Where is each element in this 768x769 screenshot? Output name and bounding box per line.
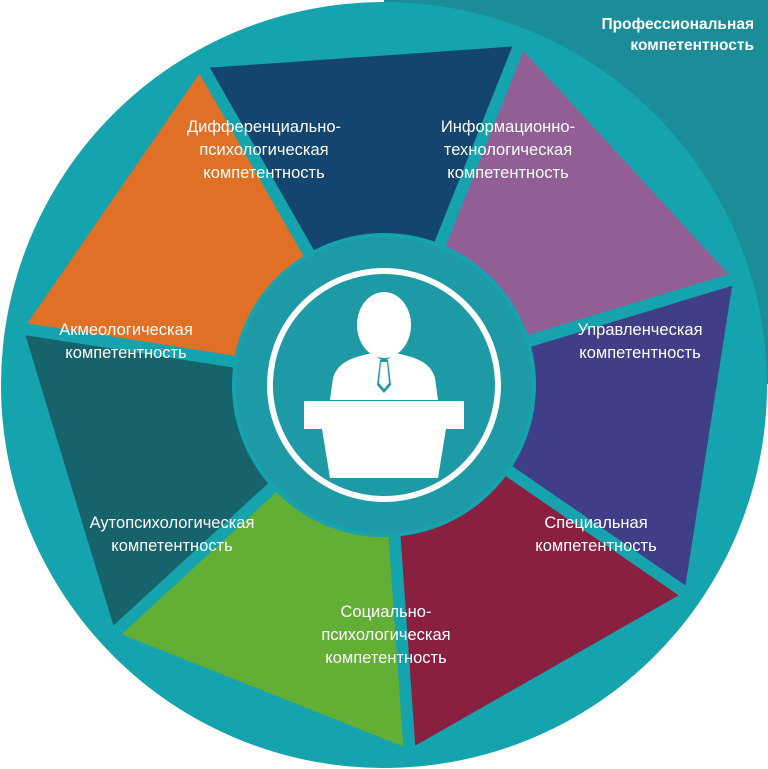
diagram-title: Профессиональная компетентность xyxy=(602,14,754,56)
segment-label-line: Дифференциально- xyxy=(186,117,342,136)
segment-social xyxy=(121,492,404,747)
segment-label-line: Управленческая xyxy=(577,321,703,339)
segment-label-line: компетентность xyxy=(325,648,447,667)
segment-label-line: Социально- xyxy=(340,602,432,621)
segment-label-line: Информационно- xyxy=(440,117,576,136)
segment-special xyxy=(400,476,679,746)
segment-label-line: психологическая xyxy=(199,140,329,159)
segment-label-line: Акмеологическая xyxy=(59,321,193,339)
segment-differential xyxy=(209,46,513,251)
segment-label-line: психологическая xyxy=(321,625,451,644)
segment-acmeological xyxy=(27,73,304,356)
center-circle-outline xyxy=(267,268,501,502)
segment-label-line: компетентность xyxy=(579,344,701,362)
segment-autopsych xyxy=(25,335,269,626)
title-line: Профессиональная xyxy=(601,16,754,33)
segment-label-line: технологическая xyxy=(443,140,573,159)
segment-label-information: Информационно-технологическая компетентно… xyxy=(403,116,613,185)
segment-label-social: Социально-психологическая компетентность xyxy=(281,601,491,670)
segment-label-line: Специальная xyxy=(544,514,648,532)
segment-label-line: компетентность xyxy=(65,344,187,362)
segment-label-line: компетентность xyxy=(447,163,569,182)
segment-label-autopsych: Аутопсихологическая компетентность xyxy=(67,512,277,558)
segment-label-line: Аутопсихологическая xyxy=(89,514,255,532)
segment-information xyxy=(445,50,729,336)
segment-label-line: компетентность xyxy=(535,537,657,555)
segment-label-differential: Дифференциально-психологическая компетент… xyxy=(159,116,369,185)
segment-label-line: компетентность xyxy=(203,163,325,182)
segment-label-line: компетентность xyxy=(111,537,233,555)
segment-label-special: Специальная компетентность xyxy=(491,512,701,558)
segment-label-acmeological: Акмеологическая компетентность xyxy=(21,319,231,365)
speaker-at-podium-icon xyxy=(304,292,464,478)
title-line: компетентность xyxy=(630,37,754,54)
segment-management xyxy=(512,285,733,586)
segments-layer xyxy=(25,46,733,747)
segment-label-management: Управленческая компетентность xyxy=(535,319,745,365)
